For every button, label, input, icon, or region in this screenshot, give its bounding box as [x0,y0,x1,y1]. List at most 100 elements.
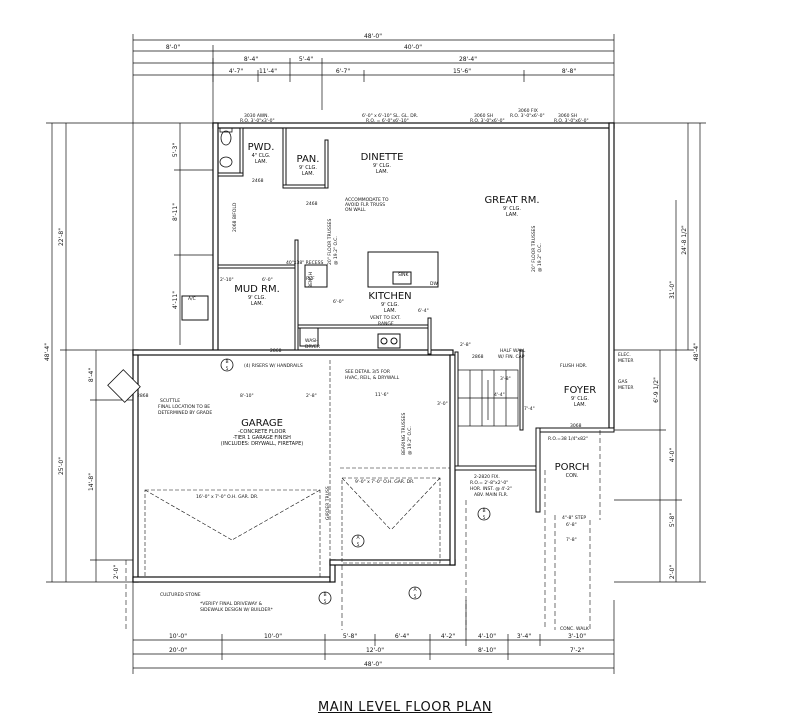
note-slider-ro: R.O. = 6'-0"x6'-10" [366,118,409,124]
interior-walls [217,127,524,467]
note-dim-6-0: 6'-0" [262,277,273,283]
note-scuttle-3: DETERMINED BY GRADE [158,410,212,416]
note-floor-trusses-great-1: 20" FLOOR TRUSSES [531,225,537,272]
dim-top-row3-c: 28'-4" [459,56,477,63]
dim-right-inner-b: 4'-0" [669,448,676,462]
section-mark-5b: 5 [483,515,486,521]
dim-top-row3-b: 5'-4" [299,56,313,63]
note-dim-2-8b: 2'-8" [460,342,471,348]
dim-bottom-1a: 10'-0" [169,633,187,640]
room-garage-sub2: -TIER 1 GARAGE FINISH [233,435,291,441]
section-mark-1: B [225,359,228,365]
note-recess: 40"x38" RECESS [286,260,323,266]
note-ref: REF [306,276,315,282]
dim-bottom-2b: 12'-0" [366,647,384,654]
garage-doors [144,360,450,578]
stairs [457,369,519,427]
note-bearing-2: @ 19.2" O.C. [407,426,413,455]
note-see-detail-2: HVAC, REIL, & DRYWALL [345,375,400,381]
dim-left-upper: 22'-8" [58,228,65,246]
dim-bottom-2a: 20'-0" [169,647,187,654]
note-sh-right-1: 3060 SH [558,113,577,119]
room-pan: PAN. [297,154,320,165]
room-dinette: DINETTE [361,152,404,163]
room-kitchen-sub1: 9' CLG. [381,302,399,308]
note-foyer-ro: R.O.=38 1/4"x82" [548,436,588,442]
note-dryer: DRYER [305,344,320,350]
note-top-window-2: R.O. 3'-0"x3'-0" [240,118,275,124]
dim-top-row2-b: 40'-0" [404,44,422,51]
dim-left-inner-a: 8'-4" [88,368,95,382]
note-single-door: 9'-0" x 7'-0" O.H. GAR. DR. [355,479,414,485]
note-dim-4-4: 4'-4" [494,392,505,398]
room-garage-sub1: -CONCRETE FLOOR [238,429,286,435]
room-pwd-sub1: 4" CLG. [252,153,271,159]
section-mark-4b: 5 [414,594,417,600]
note-fix-2: R.O. 3'-0"x6'-0" [510,113,545,119]
room-garage-sub3: (INCLUDES: DRYWALL, FIRETAPE) [221,441,303,447]
note-dw: DW [430,281,438,287]
note-sink: SINK [398,272,410,278]
note-wash: WASH [305,338,319,344]
room-kitchen: KITCHEN [368,291,411,302]
note-sh-right-2: R.O. 3'-0"x6'-0" [554,118,589,124]
note-verify-1: *VERIFY FINAL DRIVEWAY & [200,601,263,607]
note-dim-2-8: 2'-8" [306,393,317,399]
note-step: 4"-8" STEP [562,515,586,521]
note-floor-trusses-2: @ 19.2" O.C. [333,236,339,265]
note-door-2868b: 2868 [270,348,282,354]
ac-label: A/C [188,296,196,302]
drawing-title: MAIN LEVEL FLOOR PLAN [318,700,493,715]
room-pan-sub2: LAM. [302,171,315,177]
section-mark-4: A [413,587,417,593]
dim-bottom-1b: 10'-0" [264,633,282,640]
note-bench: BENCH [308,272,314,288]
dim-right-mid: 31'-0" [669,281,676,299]
dim-left-outer: 48'-4" [44,343,51,361]
dim-top-row4-b: 11'-4" [259,68,277,75]
note-accommodate-3: ON WALL [345,207,366,213]
section-mark-3b: 5 [324,599,327,605]
note-girder: GIRDER TRUSS [325,486,331,520]
note-scuttle-1: SCUTTLE [160,398,180,404]
room-mud-sub2: LAM. [251,301,264,307]
bottom-dimensions [132,582,615,674]
note-cultured: CULTURED STONE [160,592,201,598]
room-foyer-sub2: LAM. [574,402,587,408]
dim-right-inner-a: 6'-9 1/2" [653,377,660,403]
note-gas-2: METER [618,385,633,391]
exterior-walls [132,122,615,583]
note-door-2468b: 2468 [306,201,318,207]
dim-top-row4-a: 4'-7" [229,68,243,75]
room-foyer-sub1: 9' CLG. [571,396,589,402]
note-verify-2: SIDEWALK DESIGN W/ BUILDER* [200,607,273,613]
room-great-sub1: 9' CLG. [503,206,521,212]
kitchen-island [299,251,439,349]
dim-bottom-2c: 8'-10" [478,647,496,654]
dim-right-outer: 48'-4" [693,343,700,361]
section-mark-3: B [323,592,326,598]
note-flush-hdr: FLUSH HDR. [560,363,587,369]
note-accommodate-2: AVOID FLR TRUSS [345,202,385,208]
room-foyer: FOYER [564,385,597,396]
dim-top-row2-a: 8'-0" [166,44,180,51]
dim-top-overall: 48'-0" [364,33,382,40]
note-scuttle-2: FINAL LOCATION TO BE [158,404,210,410]
dim-left-lower: 25'-0" [58,457,65,475]
room-great: GREAT RM. [484,195,539,206]
note-window-2820-4: ABV. MAIN FLR. [474,492,508,498]
note-accommodate-1: ACCOMMODATE TO [345,197,389,203]
note-fix-1: 3060 FIX [518,108,538,114]
note-gas-1: GAS [618,379,628,385]
dim-left-inner-b: 14'-8" [88,473,95,491]
room-pan-sub1: 9' CLG. [299,165,317,171]
dim-left-room-a: 5'-3" [172,143,179,157]
dim-left-room-b: 8'-11" [172,203,179,221]
room-mud: MUD RM. [234,284,280,295]
note-double-door: 16'-0" x 7'-0" O.H. GAR. DR. [196,494,258,500]
note-dim-6-4: 6'-4" [418,308,429,314]
note-elec-2: METER [618,358,633,364]
note-dim-7-4: 7'-4" [524,406,535,412]
note-step-b: 6'-8" [566,522,577,528]
